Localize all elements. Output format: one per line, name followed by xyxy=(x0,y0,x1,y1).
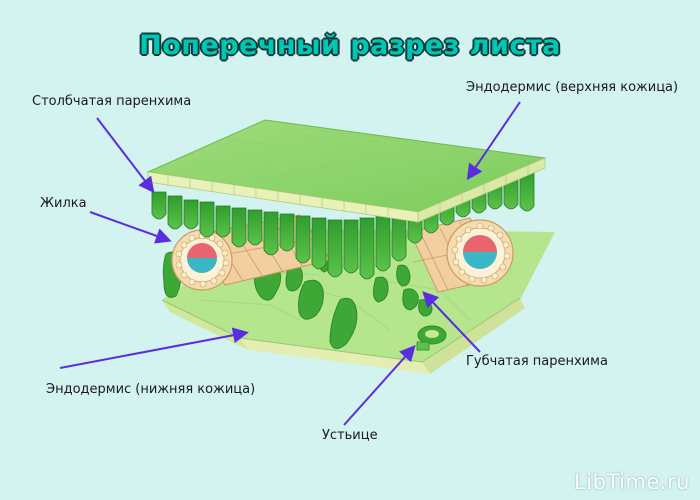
arrow-palisade xyxy=(97,118,152,190)
label-spongy: Губчатая паренхима xyxy=(466,354,608,369)
label-upper-epidermis: Эндодермис (верхняя кожица) xyxy=(466,80,678,95)
label-stoma: Устьице xyxy=(322,428,378,443)
watermark: LibTime.ru xyxy=(574,470,690,494)
label-vein: Жилка xyxy=(40,196,87,211)
label-palisade: Столбчатая паренхима xyxy=(32,94,191,109)
label-lower-epidermis: Эндодермис (нижняя кожица) xyxy=(46,382,255,397)
arrow-lower-epidermis xyxy=(60,333,245,368)
